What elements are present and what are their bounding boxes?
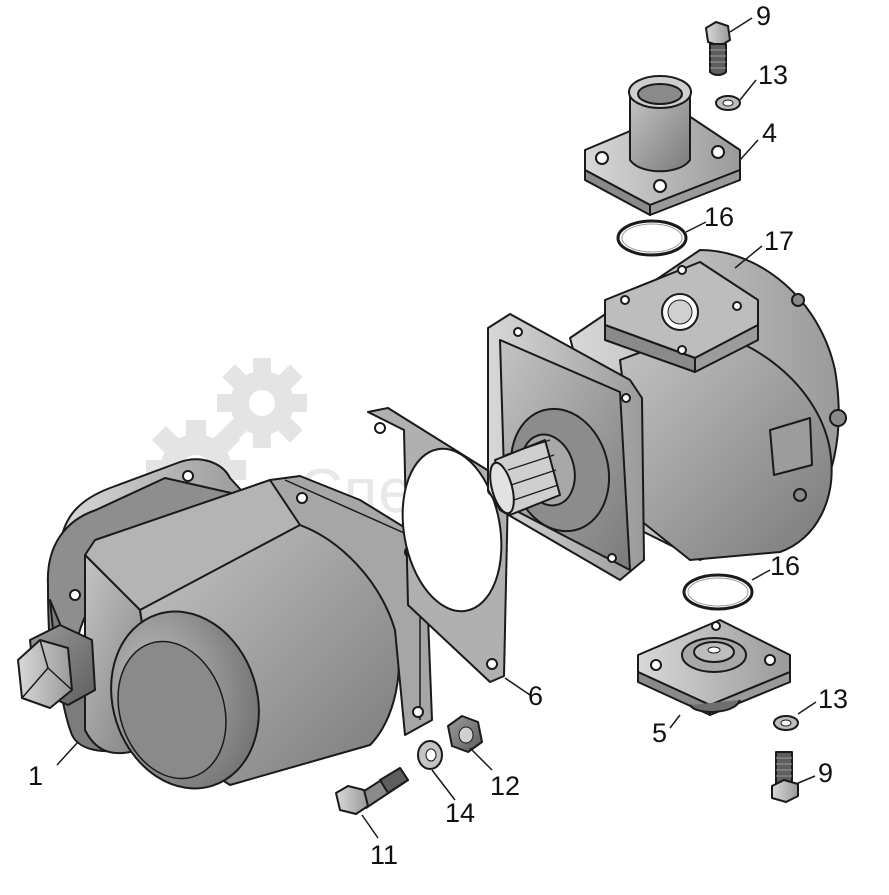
callout-13-bottom: 13: [818, 684, 848, 714]
callout-16-bottom: 16: [770, 551, 800, 581]
part-12-nut: [447, 715, 483, 753]
callout-17: 17: [764, 226, 794, 256]
part-9-bolt-bottom: [771, 751, 799, 803]
callout-9-bottom: 9: [818, 758, 833, 788]
part-9-bolt-top: [705, 21, 731, 76]
part-13-washer-bottom-hole: [780, 719, 792, 727]
part-13-washer-top-hole: [722, 99, 734, 107]
part-14-washer-hole: [425, 748, 437, 762]
gear-icon: [217, 358, 307, 448]
part-17-pump-body: [487, 249, 847, 581]
part-5-bottom-cover: [637, 619, 791, 716]
callout-14: 14: [445, 798, 475, 828]
part-1-housing: [17, 458, 433, 790]
callout-6: 6: [528, 681, 543, 711]
callout-13-top: 13: [758, 60, 788, 90]
part-16-o-ring-bottom: [682, 573, 754, 611]
part-16-o-ring-top: [616, 219, 688, 257]
part-11-bolt: [335, 767, 409, 815]
part-16-o-ring-bottom-inner: [687, 577, 749, 607]
part-16-o-ring-top-inner: [621, 223, 683, 253]
callout-5: 5: [652, 718, 667, 748]
leader-lines: [56, 17, 817, 839]
callout-labels: 1 4 5 6 9 9 11 12 13 13 14 16 16 17: [28, 1, 848, 870]
callout-1: 1: [28, 761, 43, 791]
callout-16-top: 16: [704, 202, 734, 232]
callout-11: 11: [370, 840, 398, 870]
part-6-gasket: [367, 407, 509, 683]
part-4-top-flange: [584, 75, 741, 216]
callout-4: 4: [762, 118, 777, 148]
callout-12: 12: [490, 771, 520, 801]
callout-9-top: 9: [756, 1, 771, 31]
